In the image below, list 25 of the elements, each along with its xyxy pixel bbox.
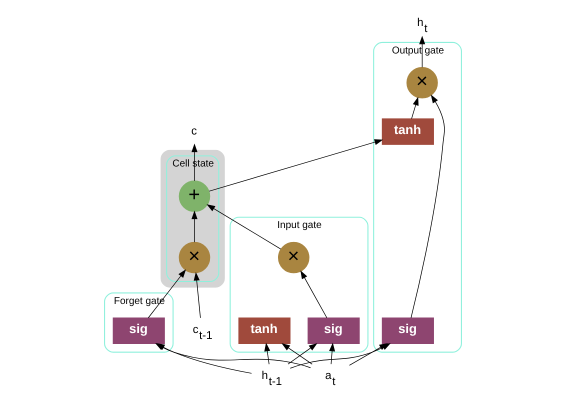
arrow	[264, 342, 270, 364]
arrow	[328, 342, 335, 364]
node-box: sig	[381, 318, 434, 344]
node-circle: ×	[178, 242, 210, 274]
arrow	[280, 343, 312, 364]
arrow	[287, 343, 317, 364]
node-box: tanh	[381, 118, 434, 145]
node-box: sig	[307, 318, 360, 344]
arrow	[418, 36, 425, 68]
arrow	[300, 270, 327, 318]
arrow	[191, 210, 197, 242]
arrow	[206, 204, 281, 250]
arrow	[410, 94, 444, 318]
arrow	[191, 143, 197, 182]
node-circle: ×	[278, 242, 309, 274]
arrow	[410, 96, 418, 120]
node-box: tanh	[238, 318, 290, 344]
arrow	[348, 343, 388, 366]
arrow	[208, 139, 383, 192]
node-circle: +	[178, 180, 210, 212]
arrow	[193, 272, 200, 318]
node-circle: ×	[406, 67, 438, 98]
node-box: sig	[112, 318, 164, 344]
arrow	[147, 269, 186, 318]
node-text: c	[190, 125, 196, 138]
